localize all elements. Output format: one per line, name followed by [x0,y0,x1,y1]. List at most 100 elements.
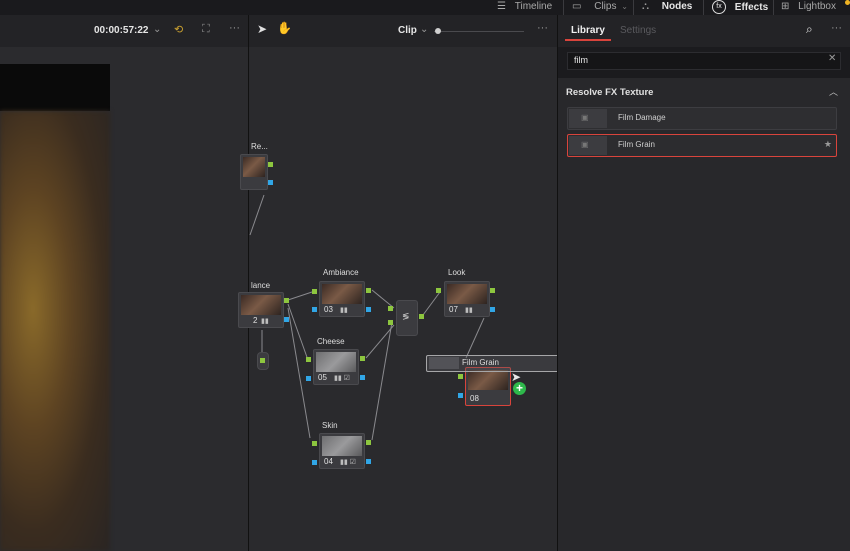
lightbox-tab[interactable]: ⊞ Lightbox [781,1,836,12]
node-output-port[interactable] [268,162,273,167]
image-icon: ▣ [581,140,589,149]
more-options-icon[interactable]: ··· [537,22,548,34]
node-thumbnail [468,370,508,390]
node-input-port[interactable] [306,357,311,362]
more-options-icon[interactable]: ··· [229,22,240,34]
node-output-port[interactable] [366,288,371,293]
chevron-up-icon[interactable]: ︿ [829,87,839,97]
node-input-port[interactable] [312,441,317,446]
mixer-input-port[interactable] [388,306,393,311]
chevron-down-icon[interactable]: ⌄ [153,24,162,35]
node-ambiance[interactable]: 03 ▮▮ [319,281,365,317]
tab-library[interactable]: Library [571,25,605,36]
viewer-frame-image [0,111,110,551]
active-tab-indicator [565,39,611,41]
node-output-port[interactable] [490,307,495,312]
bypass-icon[interactable]: ⟲ [174,24,184,36]
fullscreen-icon[interactable]: ⛶ [202,23,210,35]
section-title: Resolve FX Texture [566,87,654,98]
close-icon[interactable]: ✕ [828,53,837,64]
zoom-slider-track[interactable] [434,31,524,32]
node-number: 08 [470,394,479,403]
image-icon: ▣ [581,113,589,122]
effect-thumbnail-icon: ▣ [569,136,607,155]
mixer-input-port[interactable] [388,320,393,325]
node-output-port[interactable] [284,298,289,303]
node-cheese[interactable]: 05 ▮▮ ☑ [313,349,359,385]
node-balance[interactable]: 2 ▮▮ [238,292,284,328]
node-status-icons: ▮▮ ☑ [340,459,356,466]
effect-item-film-damage[interactable]: ▣ Film Damage [567,107,837,130]
node-input-port[interactable] [458,393,463,398]
search-icon[interactable]: ⌕ [806,22,813,36]
notification-dot [845,0,850,5]
node-output-port[interactable] [490,288,495,293]
node-output-port[interactable] [366,459,371,464]
search-input-value: film [574,55,588,65]
effect-item-label: Film Grain [618,140,655,149]
effects-library-header [558,15,850,47]
nav-divider [633,0,634,15]
effects-tab[interactable]: fx Effects [712,0,768,15]
fx-icon: fx [712,0,726,14]
clips-tab[interactable]: ▭ Clips ⌄ [572,1,628,12]
node-input-port[interactable] [312,460,317,465]
mixer-output-port[interactable] [419,314,424,319]
node-label-ambiance: Ambiance [323,268,359,277]
dragged-effect-thumbnail [429,357,459,369]
timecode-display: 00:00:57:22 [94,25,149,36]
node-skin[interactable]: 04 ▮▮ ☑ [319,433,365,469]
node-input-port[interactable] [312,307,317,312]
node-output-port[interactable] [284,317,289,322]
node-label-cheese: Cheese [317,337,345,346]
nodes-icon: ⛬ [642,1,649,12]
node-number: 04 [324,457,333,466]
node-output-port[interactable] [366,307,371,312]
panel-divider[interactable] [557,15,558,551]
node-status-icons: ▮▮ [261,318,269,325]
node-label-re: Re... [251,142,268,151]
clip-mode-selector[interactable]: Clip [398,25,417,36]
viewer-toolbar [0,15,248,47]
node-08-selected[interactable]: 08 [465,367,511,406]
node-re[interactable] [240,154,268,190]
node-thumbnail [322,284,362,304]
effect-item-label: Film Damage [618,113,666,122]
node-number: 2 [253,316,258,325]
node-input-port[interactable] [458,374,463,379]
panel-divider[interactable] [248,15,249,551]
timeline-tab[interactable]: ☰ Timeline [497,1,553,12]
node-thumbnail [447,284,487,304]
hand-icon[interactable]: ✋ [277,21,292,35]
dragged-effect-label: Film Grain [462,358,499,367]
node-input-port[interactable] [312,289,317,294]
node-graph-area[interactable] [249,47,557,551]
zoom-slider-handle[interactable] [435,28,441,34]
node-input-port[interactable] [306,376,311,381]
pointer-icon[interactable]: ➤ [257,22,268,36]
nodes-tab[interactable]: ⛬ Nodes [642,1,693,12]
node-output-port[interactable] [366,440,371,445]
node-output-port[interactable] [360,356,365,361]
more-options-icon[interactable]: ··· [831,22,842,34]
search-input[interactable] [567,52,841,70]
node-look[interactable]: 07 ▮▮ [444,281,490,317]
node-output-port[interactable] [260,358,265,363]
node-status-icons: ▮▮ [465,307,473,314]
node-label-balance: lance [251,281,271,290]
top-nav-bar: ☰ Timeline ▭ Clips ⌄ ⛬ Nodes fx Effects … [0,0,850,15]
mixer-icon: ≶ [402,311,410,321]
node-input-port[interactable] [436,288,441,293]
chevron-down-icon[interactable]: ⌄ [420,24,429,35]
chevron-down-icon: ⌄ [621,2,628,11]
node-output-port[interactable] [268,180,273,185]
node-status-icons: ▮▮ [340,307,348,314]
layer-mixer-node[interactable]: ≶ [396,300,418,336]
tab-settings[interactable]: Settings [620,25,657,36]
node-status-icons: ▮▮ ☑ [334,375,350,382]
effect-item-film-grain[interactable]: ▣ Film Grain ★ [567,134,837,157]
star-icon[interactable]: ★ [823,139,832,149]
viewer-panel[interactable] [0,47,248,551]
node-output-port[interactable] [360,375,365,380]
